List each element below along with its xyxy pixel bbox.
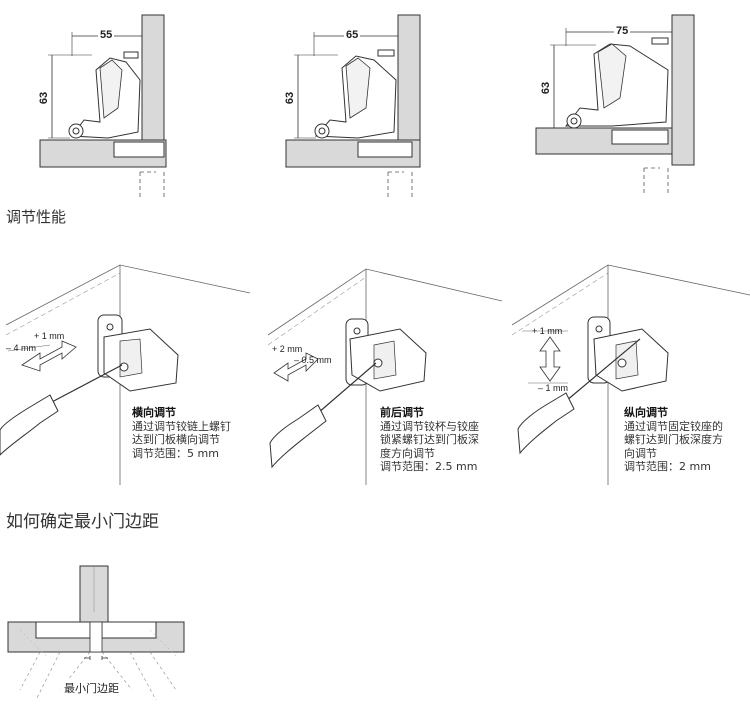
section-title-min-gap: 如何确定最小门边距 xyxy=(6,512,159,532)
adjust-panel-lateral: + 1 mm – 4 mm 横向调节 通过调节铰链上螺钉 达到门板横向调节 调节… xyxy=(0,255,251,485)
hinge-drawing xyxy=(285,14,421,200)
adjust-line: 螺钉达到门板深度方 xyxy=(624,433,723,446)
adjust-line: 达到门板横向调节 xyxy=(132,433,220,446)
adjust-line: 通过调节铰杯与铰座 xyxy=(380,419,479,433)
adjust-heading: 纵向调节 xyxy=(624,406,668,419)
height-dimension: 63 xyxy=(38,91,51,105)
move-label-minus: – 0.5 mm xyxy=(294,355,332,365)
move-label-plus: + 1 mm xyxy=(532,326,563,336)
lateral-adjust-drawing xyxy=(0,264,251,485)
adjust-heading: 前后调节 xyxy=(380,406,424,419)
move-label-plus: + 1 mm xyxy=(34,331,65,341)
adjust-line: 调节范围：2.5 mm xyxy=(380,460,478,473)
depth-adjust-drawing xyxy=(267,268,503,485)
min-gap-label: 最小门边距 xyxy=(62,680,121,696)
vertical-adjust-drawing xyxy=(511,264,750,485)
min-gap-drawing xyxy=(7,565,185,701)
adjust-line: 通过调节铰链上螺钉 xyxy=(132,419,231,433)
hinge-drawing xyxy=(535,14,695,196)
width-dimension: 65 xyxy=(344,29,361,41)
min-gap-diagram: 最小门边距 xyxy=(0,540,200,724)
adjust-line: 调节范围：5 mm xyxy=(132,446,219,460)
height-dimension: 63 xyxy=(284,91,297,105)
section-title-adjustment: 调节性能 xyxy=(6,208,67,226)
adjust-line: 度方向调节 xyxy=(380,446,435,460)
adjust-caption: 纵向调节 通过调节固定铰座的 螺钉达到门板深度方 向调节 调节范围：2 mm xyxy=(624,406,750,474)
height-dimension: 63 xyxy=(540,81,553,95)
adjust-panel-depth: + 2 mm – 0.5 mm 前后调节 通过调节铰杯与铰座 锁紧螺钉达到门板深… xyxy=(252,255,503,485)
width-dimension: 55 xyxy=(98,29,115,41)
hinge-diagram-55: 55 63 xyxy=(0,0,250,200)
adjust-line: 向调节 xyxy=(624,446,657,460)
adjust-panel-vertical: + 1 mm – 1 mm 纵向调节 通过调节固定铰座的 螺钉达到门板深度方 向… xyxy=(504,255,750,485)
adjust-caption: 横向调节 通过调节铰链上螺钉 达到门板横向调节 调节范围：5 mm xyxy=(132,406,250,460)
adjust-line: 调节范围：2 mm xyxy=(624,460,711,473)
move-label-plus: + 2 mm xyxy=(272,344,303,354)
adjust-line: 锁紧螺钉达到门板深 xyxy=(380,433,479,446)
hinge-drawing xyxy=(39,14,167,200)
hinge-diagram-65: 65 63 xyxy=(250,0,500,200)
hinge-diagram-75: 75 63 xyxy=(500,0,750,200)
move-label-minus: – 1 mm xyxy=(538,383,569,393)
width-dimension: 75 xyxy=(614,25,631,37)
move-label-minus: – 4 mm xyxy=(6,343,37,353)
adjust-line: 通过调节固定铰座的 xyxy=(624,419,723,433)
adjust-heading: 横向调节 xyxy=(132,406,176,419)
adjust-caption: 前后调节 通过调节铰杯与铰座 锁紧螺钉达到门板深 度方向调节 调节范围：2.5 … xyxy=(380,406,502,474)
